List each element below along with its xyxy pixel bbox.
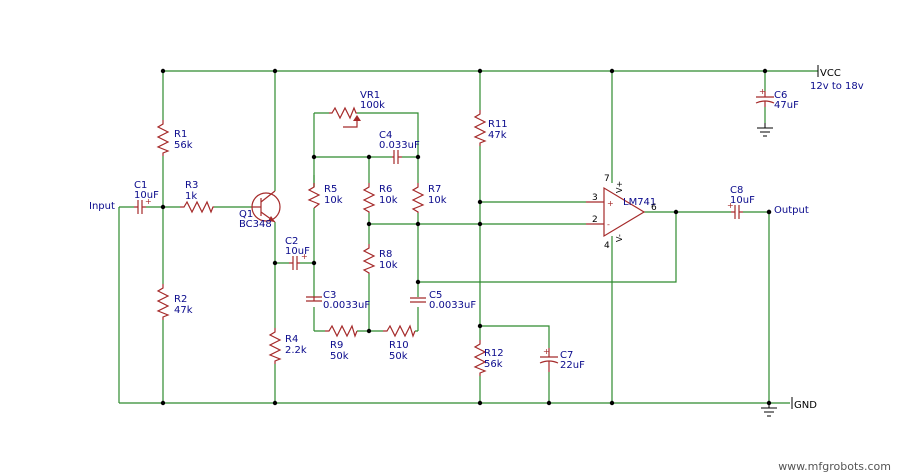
junction-dots xyxy=(160,68,772,406)
svg-text:C2: C2 xyxy=(285,236,298,247)
resistor-r9: R9 50k xyxy=(325,324,358,362)
svg-text:56k: 56k xyxy=(484,359,503,370)
svg-text:R4: R4 xyxy=(285,334,298,345)
resistor-r3: R3 1k xyxy=(180,180,214,214)
svg-text:+: + xyxy=(607,199,614,208)
svg-text:Output: Output xyxy=(774,205,809,216)
svg-text:6: 6 xyxy=(651,203,657,213)
capacitor-c1: + C1 10uF xyxy=(134,180,159,214)
capacitor-c6: + C6 47uF xyxy=(755,87,799,111)
capacitor-c2: + C2 10uF xyxy=(285,236,310,270)
transistor-q1: Q1 BC348 xyxy=(239,190,281,230)
svg-text:R7: R7 xyxy=(428,184,441,195)
svg-text:GND: GND xyxy=(794,400,817,411)
resistor-r8: R8 10k xyxy=(362,244,398,274)
capacitor-c7: + C7 22uF xyxy=(539,347,585,372)
svg-text:50k: 50k xyxy=(389,351,408,362)
svg-text:47k: 47k xyxy=(488,130,507,141)
input-port-label: Input xyxy=(89,201,115,212)
svg-text:C8: C8 xyxy=(730,185,743,196)
svg-text:12v to 18v: 12v to 18v xyxy=(810,81,864,92)
svg-text:10k: 10k xyxy=(324,195,343,206)
resistor-r11: R11 47k xyxy=(473,110,508,146)
svg-text:VR1: VR1 xyxy=(360,90,380,101)
gnd-net-label: GND xyxy=(791,397,817,411)
svg-text:10uF: 10uF xyxy=(730,195,755,206)
svg-text:100k: 100k xyxy=(360,100,385,111)
svg-text:BC348: BC348 xyxy=(239,219,272,230)
svg-text:VCC: VCC xyxy=(820,68,841,79)
resistor-r5: R5 10k xyxy=(307,183,343,209)
svg-text:4: 4 xyxy=(604,241,610,251)
capacitor-c3: C3 0.0033uF xyxy=(306,290,370,311)
svg-text:7: 7 xyxy=(604,174,610,184)
svg-text:0.0033uF: 0.0033uF xyxy=(429,300,476,311)
capacitor-c4: C4 0.033uF xyxy=(379,130,420,164)
svg-text:+: + xyxy=(727,201,734,210)
svg-text:50k: 50k xyxy=(330,351,349,362)
svg-text:C1: C1 xyxy=(134,180,147,191)
potentiometer-vr1: VR1 100k xyxy=(329,90,385,128)
svg-text:+: + xyxy=(543,347,550,356)
svg-text:0.033uF: 0.033uF xyxy=(379,140,420,151)
svg-text:2: 2 xyxy=(592,215,598,225)
resistor-r12: R12 56k xyxy=(473,340,504,376)
svg-text:22uF: 22uF xyxy=(560,360,585,371)
svg-text:LM741: LM741 xyxy=(623,197,656,208)
capacitor-c5: C5 0.0033uF xyxy=(410,290,476,311)
svg-text:Q1: Q1 xyxy=(239,209,253,220)
vcc-net-label: VCC 12v to 18v xyxy=(810,65,864,92)
svg-text:0.0033uF: 0.0033uF xyxy=(323,300,370,311)
svg-text:V-: V- xyxy=(615,234,624,242)
svg-text:Input: Input xyxy=(89,201,115,212)
svg-text:R9: R9 xyxy=(330,340,343,351)
watermark: www.mfgrobots.com xyxy=(778,460,891,473)
svg-text:R5: R5 xyxy=(324,184,337,195)
ground-symbol-c6 xyxy=(757,123,773,137)
svg-text:V+: V+ xyxy=(615,181,624,193)
svg-text:3: 3 xyxy=(592,193,598,203)
svg-text:C3: C3 xyxy=(323,290,336,301)
svg-text:+: + xyxy=(301,252,308,261)
svg-text:+: + xyxy=(145,197,152,206)
svg-text:47uF: 47uF xyxy=(774,100,799,111)
svg-text:10uF: 10uF xyxy=(285,246,310,257)
svg-text:10k: 10k xyxy=(379,260,398,271)
svg-text:R1: R1 xyxy=(174,129,187,140)
resistor-r2: R2 47k xyxy=(156,284,193,320)
resistor-r6: R6 10k xyxy=(362,183,398,213)
svg-text:C5: C5 xyxy=(429,290,442,301)
svg-text:47k: 47k xyxy=(174,305,193,316)
svg-text:R3: R3 xyxy=(185,180,198,191)
svg-text:1k: 1k xyxy=(185,191,197,202)
ground-symbol-rail xyxy=(761,403,777,417)
output-port-label: Output xyxy=(766,205,809,216)
resistor-r1: R1 56k xyxy=(156,120,193,156)
svg-text:R12: R12 xyxy=(484,348,504,359)
svg-text:10k: 10k xyxy=(428,195,447,206)
svg-text:10k: 10k xyxy=(379,195,398,206)
svg-text:C4: C4 xyxy=(379,130,392,141)
svg-text:R2: R2 xyxy=(174,294,187,305)
capacitor-c8: + C8 10uF xyxy=(727,185,755,219)
svg-text:10uF: 10uF xyxy=(134,190,159,201)
svg-text:C6: C6 xyxy=(774,90,787,101)
resistor-r4: R4 2.2k xyxy=(268,328,307,364)
resistor-r10: R10 50k xyxy=(383,324,416,362)
svg-text:+: + xyxy=(759,87,766,96)
resistor-r7: R7 10k xyxy=(411,183,447,213)
svg-text:R10: R10 xyxy=(389,340,409,351)
svg-text:R8: R8 xyxy=(379,249,392,260)
svg-text:56k: 56k xyxy=(174,140,193,151)
wires xyxy=(118,70,818,404)
svg-text:C7: C7 xyxy=(560,350,573,361)
svg-text:R6: R6 xyxy=(379,184,392,195)
opamp-lm741: + - LM741 3 2 6 7 4 V+ V- xyxy=(586,174,657,251)
svg-text:R11: R11 xyxy=(488,119,508,130)
svg-text:-: - xyxy=(607,220,610,229)
svg-text:2.2k: 2.2k xyxy=(285,345,307,356)
